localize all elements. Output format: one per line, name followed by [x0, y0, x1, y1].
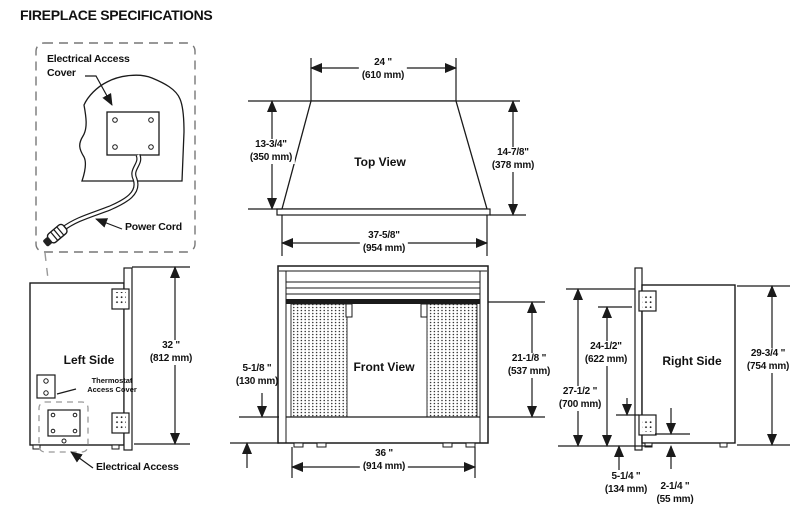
front-view-label: Front View	[353, 360, 415, 374]
dim-lower-vent-bottom: 2-1/4 " (55 mm)	[654, 481, 697, 506]
right-side-vents	[638, 290, 657, 436]
dim-hood-base-width: 37-5/8" (954 mm)	[359, 230, 409, 255]
dim-hearth-height-mm: (130 mm)	[235, 375, 279, 387]
thermostat-label-line2: Access Cover	[87, 385, 137, 394]
dim-lower-vent-bottom-in: 2-1/4 "	[660, 481, 690, 492]
electrical-access-detail-inset	[35, 42, 196, 401]
dim-upper-vent-bottom: 24-1/2" (622 mm)	[581, 341, 631, 366]
right-side-body	[641, 284, 736, 444]
dim-top-width-mm: (610 mm)	[361, 69, 405, 81]
dim-top-width-in: 24 "	[374, 57, 392, 68]
dim-left-height: 32 " (812 mm)	[146, 340, 196, 365]
dim-front-base-width: 36 " (914 mm)	[359, 448, 409, 473]
right-side-drawing	[558, 267, 790, 470]
dim-upper-vent-top: 27-1/2 " (700 mm)	[555, 386, 605, 411]
dim-hood-base-width-mm: (954 mm)	[362, 242, 406, 254]
screen-rod	[286, 299, 480, 304]
electrical-access-cover-arrow	[85, 75, 113, 106]
left-side-drawing	[29, 266, 190, 469]
electrical-access-label: Electrical Access	[96, 461, 179, 473]
dim-lower-vent-bottom-mm: (55 mm)	[656, 493, 694, 505]
thermostat-access-cover-label: Thermostat Access Cover	[87, 376, 137, 394]
dim-hearth-height: 5-1/8 " (130 mm)	[233, 363, 281, 388]
dim-left-depth-mm: (350 mm)	[249, 151, 293, 163]
dim-upper-vent-top-mm: (700 mm)	[558, 398, 602, 410]
electrical-access-dashed-area	[38, 401, 89, 453]
mesh-curtain-left	[290, 303, 348, 418]
right-side-label: Right Side	[662, 354, 722, 368]
dim-right-overall-height: 29-3/4 " (754 mm)	[743, 348, 793, 373]
electrical-plate-screws	[50, 412, 78, 434]
electrical-access-plate	[47, 409, 81, 437]
electrical-access-cover-plate	[106, 111, 160, 156]
left-side-feet	[32, 444, 120, 450]
dim-right-overall-height-in: 29-3/4 "	[750, 348, 786, 359]
front-view-drawing	[230, 265, 545, 478]
dim-upper-vent-bottom-in: 24-1/2"	[590, 341, 622, 352]
curtain-pull-left	[345, 303, 353, 318]
dim-hearth-height-in: 5-1/8 "	[242, 363, 272, 374]
dim-right-depth-mm: (378 mm)	[491, 159, 535, 171]
dim-top-width: 24 " (610 mm)	[358, 57, 408, 82]
dim-left-depth-in: 13-3/4"	[255, 139, 287, 150]
dim-opening-height-mm: (537 mm)	[507, 365, 551, 377]
power-cord-highlight	[62, 154, 141, 231]
dim-left-height-in: 32 "	[162, 340, 180, 351]
page-title: FIREPLACE SPECIFICATIONS	[20, 7, 213, 23]
dim-opening-height: 21-1/8 " (537 mm)	[504, 353, 554, 378]
dim-right-depth-in: 14-7/8"	[497, 147, 529, 158]
power-cord-label: Power Cord	[125, 221, 182, 233]
right-side-feet	[644, 442, 728, 448]
dim-upper-vent-top-in: 27-1/2 "	[562, 386, 598, 397]
dim-lower-vent-top: 5-1/4 " (134 mm)	[602, 471, 650, 496]
electrical-access-cover-label: Electrical Access Cover	[47, 53, 130, 80]
dim-lower-vent-top-in: 5-1/4 "	[611, 471, 641, 482]
power-cord-arrow	[95, 218, 123, 230]
dim-left-depth: 13-3/4" (350 mm)	[246, 139, 296, 164]
thermostat-leader	[56, 388, 77, 395]
top-view-label: Top View	[354, 155, 406, 169]
dim-front-base-width-mm: (914 mm)	[362, 460, 406, 472]
electrical-access-cover-label-line1: Electrical Access	[47, 53, 130, 65]
dim-right-overall-height-mm: (754 mm)	[746, 360, 790, 372]
dim-upper-vent-bottom-mm: (622 mm)	[584, 353, 628, 365]
top-view-base-lip	[276, 208, 491, 216]
left-side-label: Left Side	[63, 353, 115, 367]
power-plug	[43, 223, 68, 247]
left-side-front-flange	[123, 267, 133, 451]
front-view-feet	[293, 442, 476, 448]
curtain-pull-right	[420, 303, 428, 318]
thermostat-label-line1: Thermostat	[91, 376, 133, 385]
dim-lower-vent-top-mm: (134 mm)	[604, 483, 648, 495]
front-view-louver-band	[286, 281, 480, 295]
cover-plate-screws	[112, 117, 154, 150]
dim-left-height-mm: (812 mm)	[149, 352, 193, 364]
left-side-vents	[111, 288, 130, 434]
electrical-access-cover-label-line2: Cover	[47, 66, 76, 79]
electrical-access-arrow	[70, 451, 94, 469]
dim-right-depth: 14-7/8" (378 mm)	[488, 147, 538, 172]
mesh-curtain-right	[426, 303, 478, 418]
top-view-drawing	[248, 58, 526, 256]
dim-opening-height-in: 21-1/8 "	[511, 353, 547, 364]
thermostat-access-cover-plate	[36, 374, 56, 399]
dim-hood-base-width-in: 37-5/8"	[368, 230, 400, 241]
dim-front-base-width-in: 36 "	[375, 448, 393, 459]
